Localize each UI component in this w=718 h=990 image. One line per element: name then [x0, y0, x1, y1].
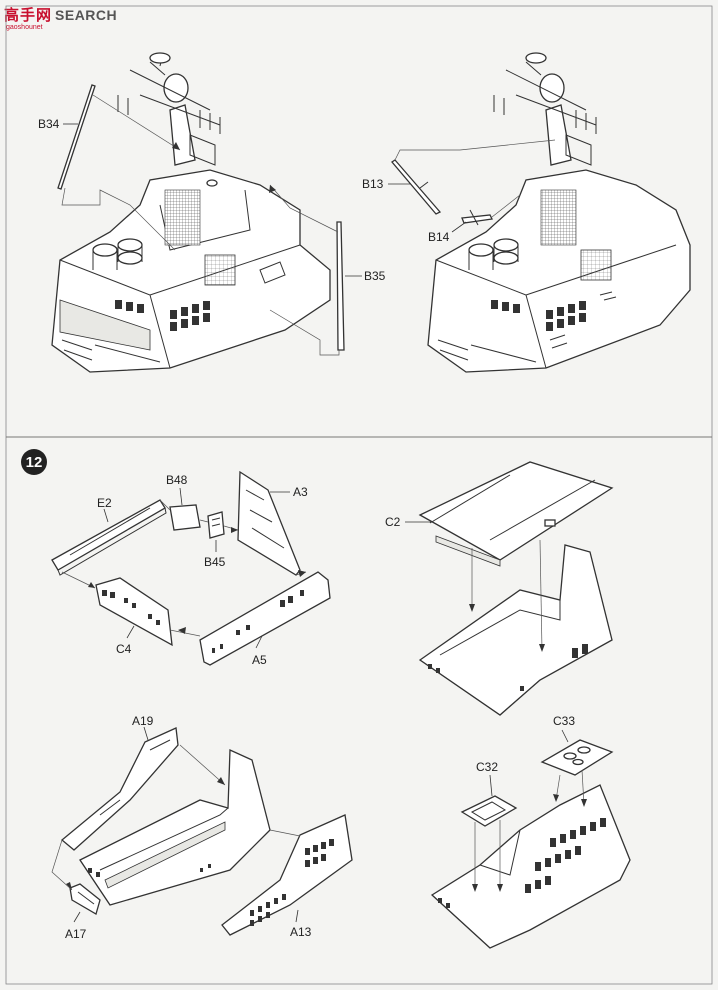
panel-a5	[199, 571, 331, 666]
panel-a19	[60, 727, 179, 851]
label-b13: B13	[362, 177, 384, 191]
part-b14	[461, 194, 521, 226]
watermark: 高手网 SEARCH	[4, 4, 117, 25]
label-b14: B14	[428, 230, 450, 244]
label-c32: C32	[476, 760, 498, 774]
superstructure-left	[51, 52, 331, 373]
label-b34: B34	[38, 117, 60, 131]
watermark-subtext: gaoshounet	[6, 24, 43, 31]
part-b48	[169, 504, 201, 531]
panel-a3	[237, 470, 301, 576]
hull-box-bl	[79, 749, 271, 906]
watermark-brand: SEARCH	[55, 6, 118, 23]
label-a19: A19	[132, 714, 154, 728]
part-b34	[57, 84, 181, 251]
label-b35: B35	[364, 269, 386, 283]
label-a17: A17	[65, 927, 87, 941]
step-badge: 12	[21, 449, 47, 475]
part-b13	[391, 139, 556, 215]
step-number: 12	[26, 454, 43, 471]
watermark-logo: 高手网	[4, 7, 53, 24]
label-e2: E2	[97, 496, 112, 510]
deck-c2	[418, 461, 614, 567]
panel-a17	[69, 883, 101, 915]
assembly-arrows-tr	[469, 539, 545, 652]
part-b35	[269, 184, 345, 356]
label-a13: A13	[290, 925, 312, 939]
label-b45: B45	[204, 555, 226, 569]
label-a3: A3	[293, 485, 308, 499]
page-frame	[5, 5, 713, 985]
superstructure-right	[427, 52, 691, 373]
part-c32	[460, 795, 518, 827]
label-c2: C2	[385, 515, 401, 529]
label-c33: C33	[553, 714, 575, 728]
label-c4: C4	[116, 642, 132, 656]
assembly-arrows-br	[472, 769, 587, 892]
part-b45	[207, 511, 225, 539]
assembly-arrows-tl	[61, 499, 307, 637]
hull-box-br	[430, 784, 631, 949]
hull-box-tr	[418, 544, 613, 716]
panel-e2	[51, 499, 167, 576]
panel-c4	[95, 577, 173, 647]
part-c33	[540, 739, 614, 776]
assembly-arrows-bl	[51, 744, 301, 891]
panel-a13	[221, 814, 353, 936]
label-a5: A5	[252, 653, 267, 667]
label-b48: B48	[166, 473, 188, 487]
